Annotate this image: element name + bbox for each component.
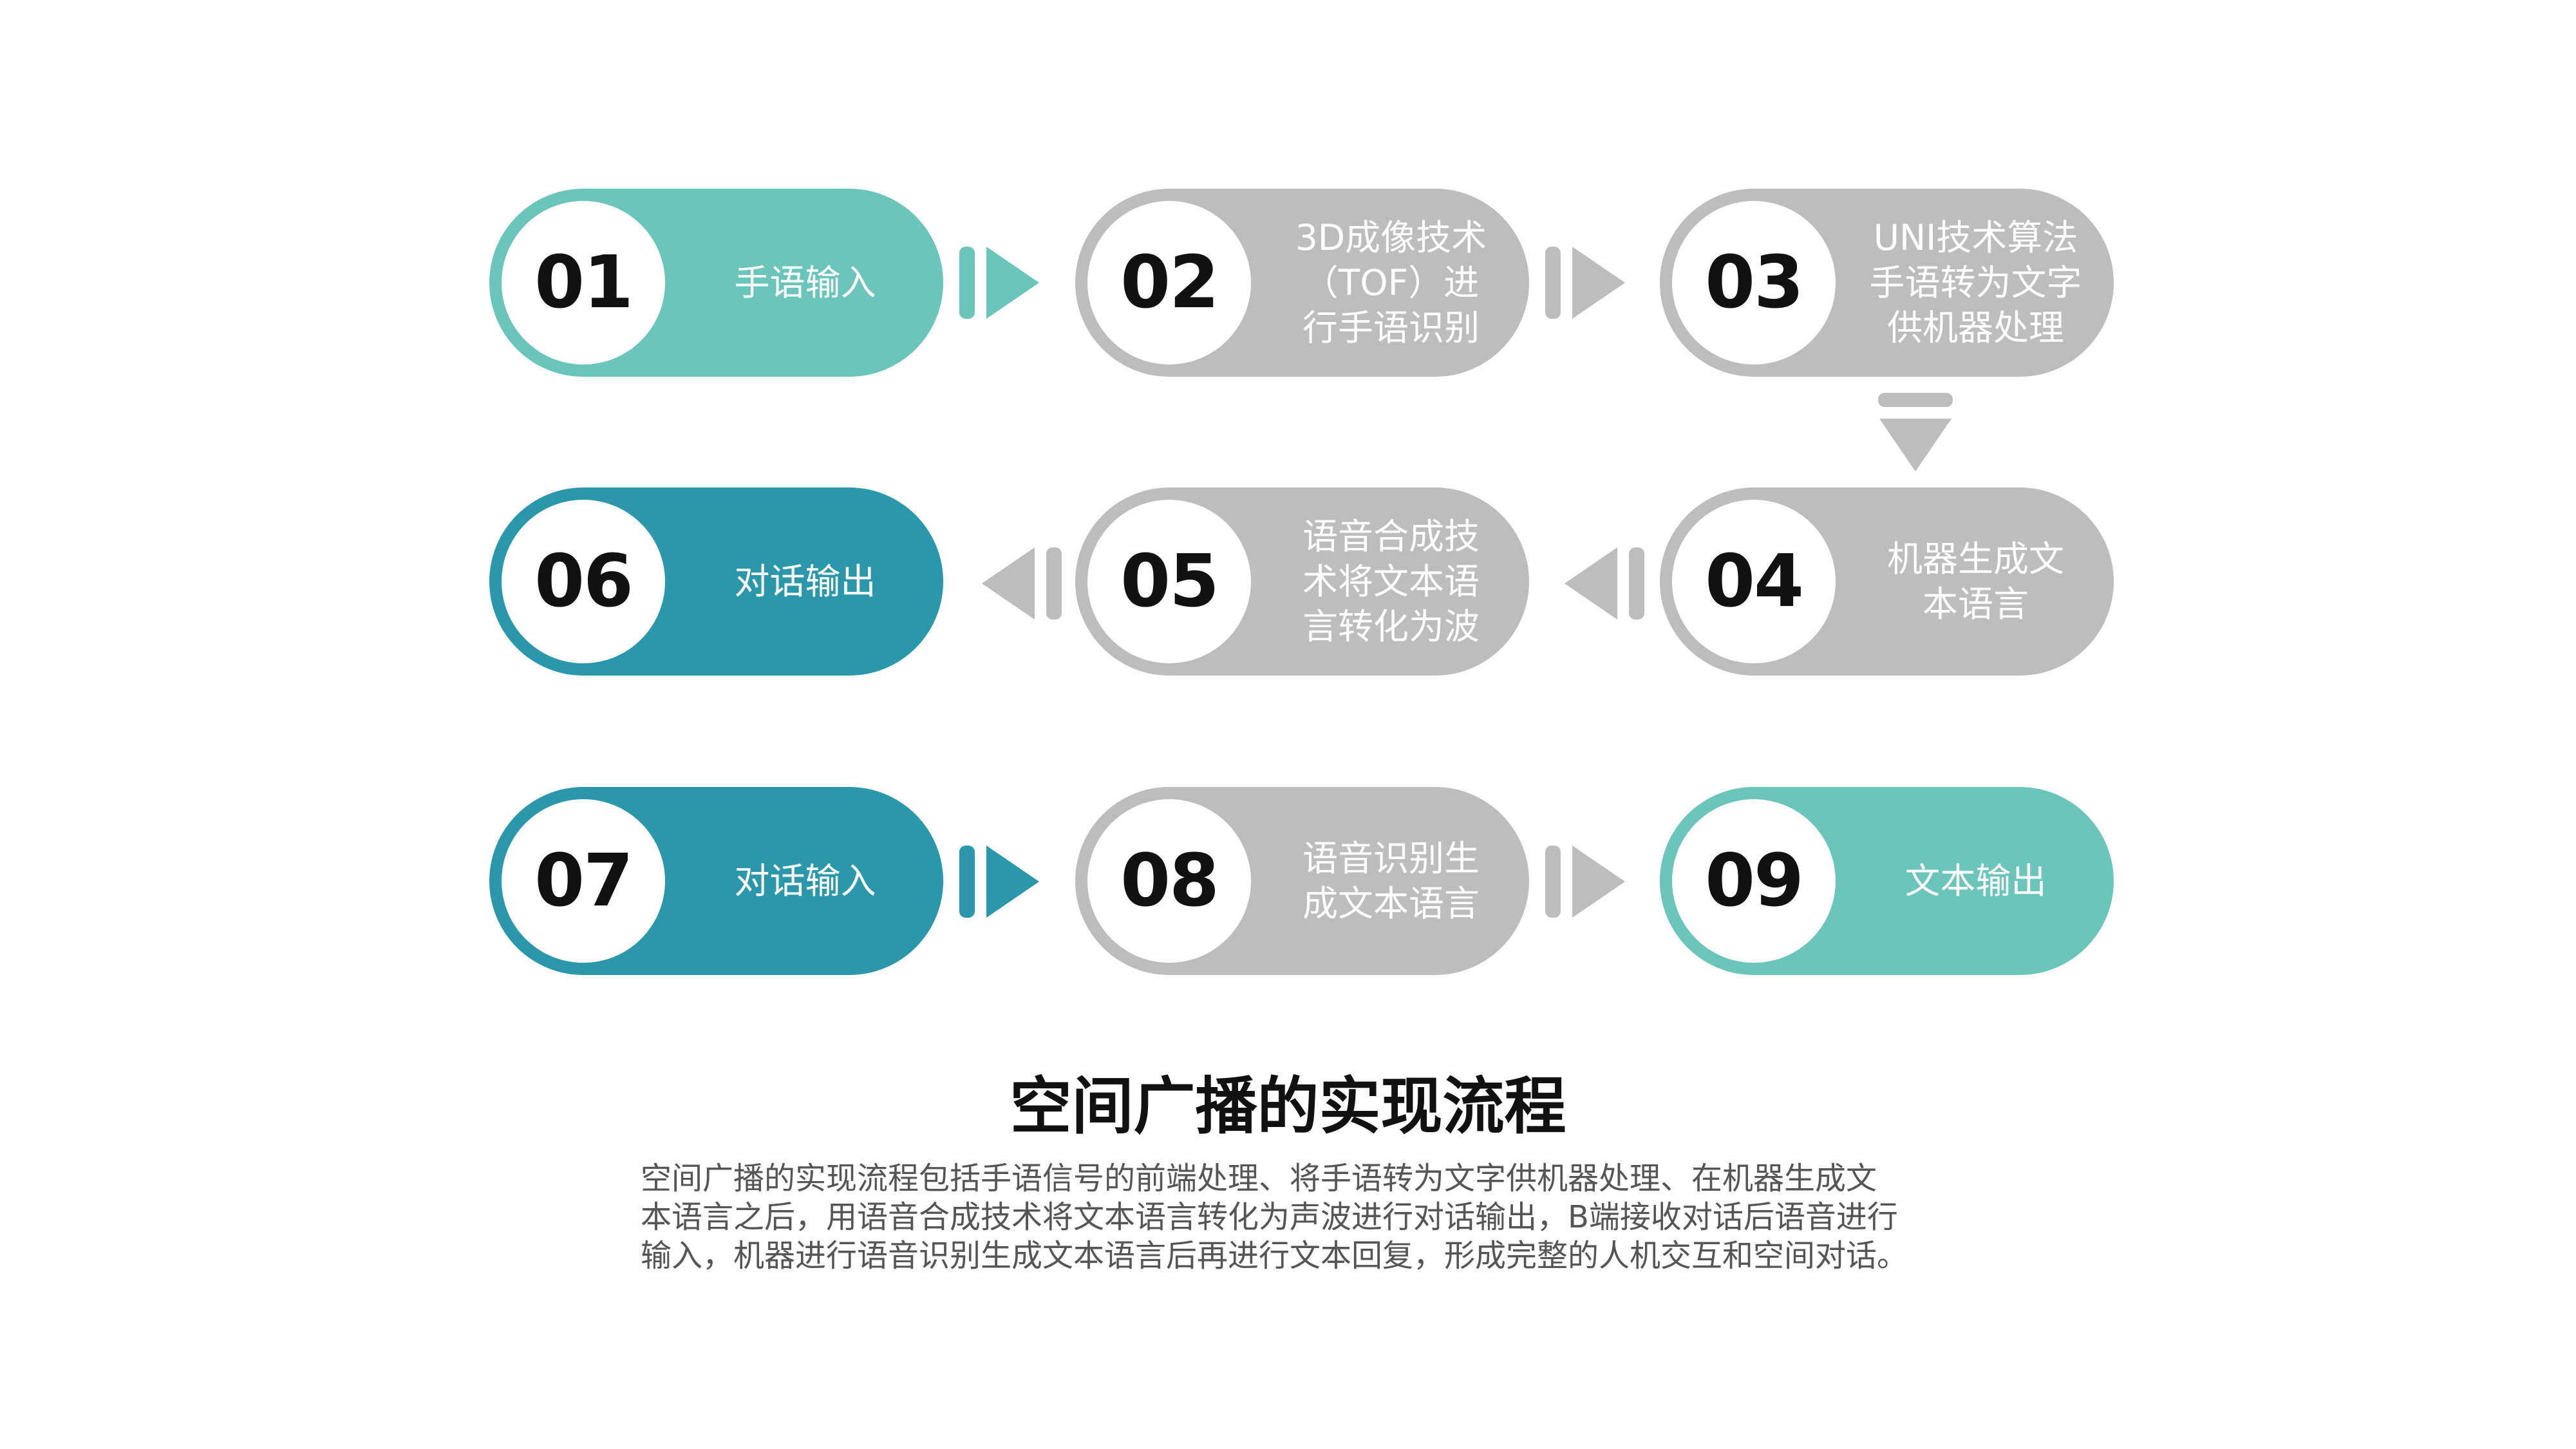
- step-03-number-circle: 03: [1672, 201, 1836, 365]
- connector-right-2-3: [1545, 247, 1625, 319]
- connector-bar: [1629, 547, 1644, 620]
- step-01-label: 手语输入: [682, 189, 928, 377]
- step-05-label: 语音合成技 术将文本语 言转化为波: [1268, 488, 1514, 676]
- connector-arrow-icon: [1565, 547, 1617, 620]
- connector-bar: [1878, 393, 1953, 407]
- step-08-number: 08: [1120, 839, 1219, 923]
- connector-bar: [959, 846, 975, 918]
- connector-right-1-2: [959, 247, 1039, 319]
- step-06-label: 对话输出: [682, 488, 928, 676]
- description-line: 本语言之后，用语音合成技术将文本语言转化为声波进行对话输出，B端接收对话后语音进…: [641, 1199, 1898, 1235]
- step-05-number-circle: 05: [1087, 500, 1251, 663]
- page-title: 空间广播的实现流程: [1010, 1070, 1566, 1142]
- connector-arrow-icon: [986, 846, 1039, 918]
- step-04-number-circle: 04: [1672, 500, 1836, 663]
- step-05-label-line: 语音合成技: [1302, 516, 1480, 557]
- step-07-label: 对话输入: [682, 787, 928, 975]
- step-08-pill: 08 语音识别生 成文本语言: [1075, 787, 1529, 975]
- step-04-label: 机器生成文 本语言: [1853, 488, 2098, 676]
- connector-arrow-icon: [982, 547, 1035, 620]
- step-09-label: 文本输出: [1853, 787, 2098, 975]
- connector-down-3-4: [1878, 393, 1953, 471]
- step-09-pill: 09 文本输出: [1660, 787, 2114, 975]
- step-09-number-circle: 09: [1672, 799, 1836, 963]
- step-09-label-line: 文本输出: [1904, 860, 2047, 902]
- step-08-number-circle: 08: [1087, 799, 1251, 963]
- step-07-number-circle: 07: [502, 799, 665, 963]
- step-06-number: 06: [534, 540, 634, 623]
- step-04-label-line: 本语言: [1922, 583, 2029, 625]
- step-04-label-line: 机器生成文: [1886, 538, 2064, 580]
- step-02-label: 3D成像技术 （TOF）进 行手语识别: [1268, 189, 1514, 377]
- description-line: 空间广播的实现流程包括手语信号的前端处理、将手语转为文字供机器处理、在机器生成文: [641, 1160, 1877, 1197]
- step-06-pill: 06 对话输出: [489, 488, 943, 676]
- step-01-number-circle: 01: [502, 201, 665, 365]
- step-06-number-circle: 06: [502, 500, 665, 663]
- step-03-label: UNI技术算法 手语转为文字 供机器处理: [1853, 189, 2098, 377]
- connector-arrow-icon: [1879, 419, 1951, 471]
- connector-bar: [1046, 547, 1062, 620]
- connector-bar: [1545, 846, 1561, 918]
- step-08-label: 语音识别生 成文本语言: [1268, 787, 1514, 975]
- step-05-number: 05: [1120, 540, 1219, 623]
- connector-right-8-9: [1545, 846, 1625, 918]
- step-04-pill: 04 机器生成文 本语言: [1660, 488, 2114, 676]
- step-02-label-line: 行手语识别: [1302, 307, 1480, 348]
- step-09-number: 09: [1705, 839, 1804, 923]
- step-08-label-line: 成文本语言: [1302, 883, 1480, 924]
- step-03-label-line: 手语转为文字: [1869, 262, 2082, 303]
- connector-arrow-icon: [1572, 247, 1625, 319]
- connector-bar: [959, 247, 975, 319]
- step-01-label-line: 手语输入: [734, 262, 876, 303]
- step-02-label-line: （TOF）进: [1302, 262, 1480, 303]
- step-08-label-line: 语音识别生: [1302, 838, 1480, 879]
- description-line: 输入，机器进行语音识别生成文本语言后再进行文本回复，形成完整的人机交互和空间对话…: [641, 1238, 1908, 1274]
- step-04-number: 04: [1705, 540, 1804, 623]
- step-05-pill: 05 语音合成技 术将文本语 言转化为波: [1075, 488, 1529, 676]
- connector-bar: [1545, 247, 1561, 319]
- connector-arrow-icon: [986, 247, 1039, 319]
- step-03-pill: 03 UNI技术算法 手语转为文字 供机器处理: [1660, 189, 2114, 377]
- step-06-label-line: 对话输出: [734, 561, 876, 602]
- step-03-number: 03: [1705, 241, 1804, 325]
- description: 空间广播的实现流程包括手语信号的前端处理、将手语转为文字供机器处理、在机器生成文…: [641, 1159, 1973, 1275]
- step-02-number-circle: 02: [1087, 201, 1251, 365]
- step-07-label-line: 对话输入: [734, 860, 876, 902]
- step-05-label-line: 术将文本语: [1302, 561, 1480, 602]
- connector-left-5-6: [982, 547, 1062, 620]
- step-01-pill: 01 手语输入: [489, 189, 943, 377]
- step-03-label-line: UNI技术算法: [1873, 217, 2078, 258]
- step-02-pill: 02 3D成像技术 （TOF）进 行手语识别: [1075, 189, 1529, 377]
- step-07-pill: 07 对话输入: [489, 787, 943, 975]
- step-05-label-line: 言转化为波: [1302, 606, 1480, 647]
- connector-right-7-8: [959, 846, 1039, 918]
- step-01-number: 01: [534, 241, 634, 325]
- step-03-label-line: 供机器处理: [1886, 307, 2064, 348]
- step-02-number: 02: [1120, 241, 1219, 325]
- connector-arrow-icon: [1572, 846, 1625, 918]
- step-07-number: 07: [534, 839, 634, 923]
- connector-left-4-5: [1565, 547, 1644, 620]
- step-02-label-line: 3D成像技术: [1295, 217, 1487, 258]
